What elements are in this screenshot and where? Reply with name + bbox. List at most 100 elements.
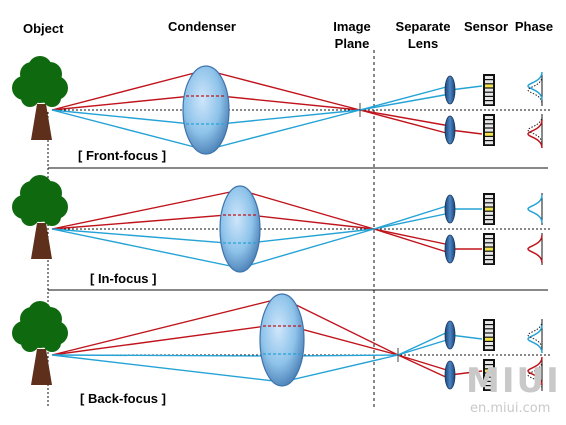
red-ray bbox=[373, 228, 451, 246]
blue-ray bbox=[51, 109, 207, 151]
phase-curve bbox=[527, 194, 543, 224]
tree-foliage bbox=[21, 334, 39, 352]
sensor-cell bbox=[485, 243, 493, 247]
red-ray bbox=[51, 69, 207, 111]
phase-curve-icon bbox=[527, 319, 543, 354]
tree-foliage bbox=[21, 89, 39, 107]
sensor-cell bbox=[485, 80, 493, 84]
sensor-cell bbox=[485, 207, 493, 211]
sensor-cell bbox=[485, 216, 493, 219]
sensor-cell bbox=[485, 346, 493, 350]
tree-icon bbox=[12, 301, 68, 385]
sensor-cell bbox=[485, 247, 493, 251]
sensor-cell bbox=[485, 132, 493, 136]
sensor-cell bbox=[485, 365, 493, 369]
panel-label: [ Back-focus ] bbox=[80, 391, 166, 406]
sensor-cell bbox=[485, 124, 493, 128]
phase-reference-curve bbox=[527, 360, 543, 390]
sensor-cell bbox=[485, 260, 493, 264]
sensor-cell bbox=[485, 137, 493, 140]
phase-curve-icon bbox=[527, 233, 543, 265]
blue-ray bbox=[205, 109, 361, 151]
sensor-cell bbox=[485, 373, 493, 377]
watermark-url: en.miui.com bbox=[470, 401, 550, 416]
separate-lens-bottom-icon bbox=[444, 234, 456, 264]
separate-lens-bottom-icon bbox=[444, 115, 456, 145]
panel-label: [ In-focus ] bbox=[90, 271, 156, 286]
sensor-strip-icon bbox=[483, 114, 495, 146]
sensor-cell bbox=[485, 220, 493, 224]
sensor-cell bbox=[485, 386, 493, 390]
phase-reference-curve bbox=[527, 320, 543, 350]
sensor-strip-icon bbox=[483, 233, 495, 265]
tree-foliage bbox=[28, 175, 52, 199]
sensor-cell bbox=[485, 321, 493, 324]
panel-front-focus: [ Front-focus ] bbox=[12, 56, 552, 163]
tree-foliage bbox=[43, 208, 61, 226]
sensor-cell bbox=[485, 239, 493, 243]
red-ray bbox=[51, 189, 241, 230]
phase-curve bbox=[527, 119, 543, 149]
phase-curve-icon bbox=[527, 114, 543, 149]
blue-ray bbox=[51, 228, 241, 245]
tree-foliage bbox=[43, 334, 61, 352]
sensor-cell bbox=[485, 195, 493, 198]
red-ray bbox=[281, 297, 399, 356]
tree-trunk bbox=[31, 349, 52, 385]
column-headers: Object Condenser Image Plane Separate Le… bbox=[23, 19, 553, 51]
blue-ray bbox=[205, 109, 361, 127]
sensor-cell bbox=[485, 342, 493, 345]
blue-ray bbox=[51, 354, 283, 383]
phase-curve-icon bbox=[527, 193, 543, 225]
sensor-cell bbox=[485, 369, 493, 373]
header-image-plane-line1: Image bbox=[333, 19, 371, 34]
tree-trunk bbox=[31, 223, 52, 259]
sensor-cell bbox=[485, 329, 493, 333]
blue-ray bbox=[373, 212, 451, 230]
sensor-cell bbox=[485, 116, 493, 119]
blue-ray bbox=[373, 204, 451, 230]
sensor-cell bbox=[485, 120, 493, 124]
sensor-cell bbox=[485, 256, 493, 259]
sensor-cell bbox=[485, 382, 493, 385]
red-ray bbox=[397, 354, 451, 372]
blue-ray bbox=[51, 354, 283, 357]
sensor-cell bbox=[485, 251, 493, 255]
red-ray bbox=[51, 323, 283, 356]
red-ray bbox=[239, 189, 375, 230]
header-sensor: Sensor bbox=[464, 19, 508, 34]
separate-lens-top-icon bbox=[444, 320, 456, 350]
blue-ray bbox=[51, 109, 207, 127]
phase-curve-icon bbox=[527, 356, 543, 391]
header-separate-lens-line2: Lens bbox=[408, 36, 438, 51]
lens-icon bbox=[182, 65, 230, 155]
sensor-strip-icon bbox=[483, 319, 495, 351]
blue-ray bbox=[359, 93, 451, 111]
sensor-cell bbox=[485, 199, 493, 203]
sensor-cell bbox=[485, 211, 493, 215]
sensor-cell bbox=[485, 377, 493, 381]
watermark-logo: MIUI bbox=[466, 361, 561, 401]
separate-lens-bottom-icon bbox=[444, 360, 456, 390]
blue-ray bbox=[51, 228, 241, 269]
red-ray bbox=[51, 213, 241, 230]
panel-label: [ Front-focus ] bbox=[78, 148, 166, 163]
phase-reference-curve bbox=[527, 75, 543, 105]
red-ray bbox=[359, 109, 451, 135]
lens-icon bbox=[259, 293, 305, 387]
tree-foliage bbox=[28, 301, 52, 325]
sensor-cell bbox=[485, 325, 493, 329]
light-rays bbox=[51, 189, 482, 269]
header-condenser: Condenser bbox=[168, 19, 236, 34]
blue-ray bbox=[397, 338, 451, 356]
separate-lens-top-icon bbox=[444, 194, 456, 224]
phase-curve-icon bbox=[527, 71, 543, 106]
sensor-cell bbox=[485, 97, 493, 100]
sensor-cell bbox=[485, 333, 493, 337]
sensor-strip-icon bbox=[483, 359, 495, 391]
header-separate-lens-line1: Separate bbox=[396, 19, 451, 34]
panels: [ Front-focus ] [ In-focus ] [ Back-focus … bbox=[12, 56, 552, 406]
sensor-cell bbox=[485, 141, 493, 145]
